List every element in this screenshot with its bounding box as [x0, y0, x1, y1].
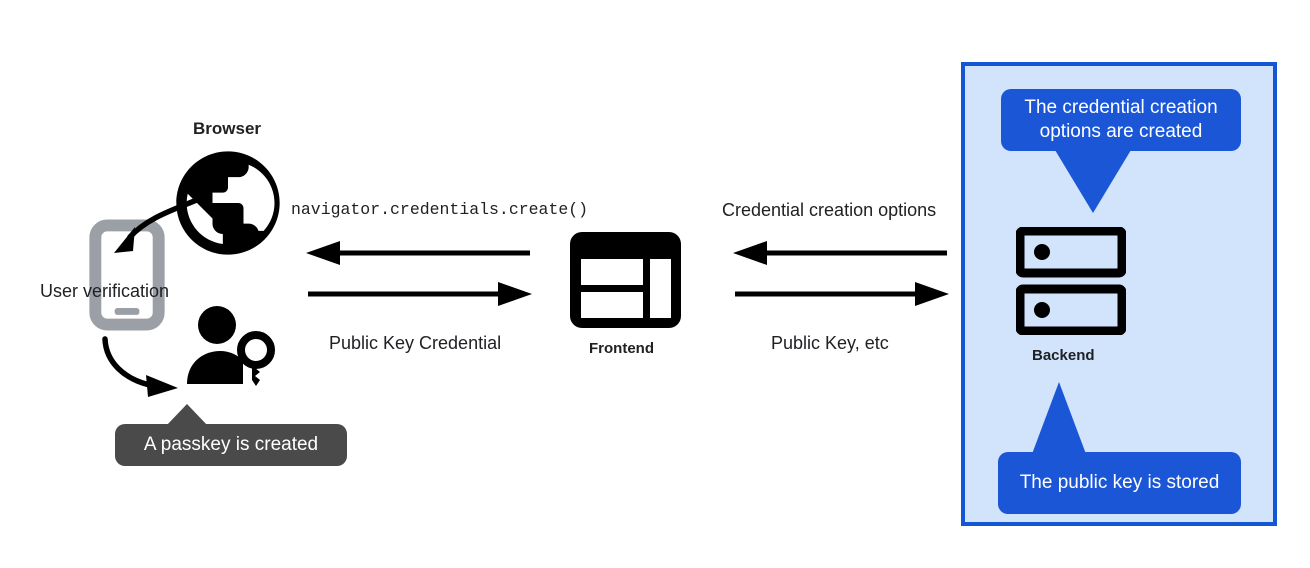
passkey-tooltip: A passkey is created: [115, 424, 347, 466]
flow-right-label-bottom: Public Key, etc: [771, 333, 889, 353]
flow-right-label-top: Credential creation options: [722, 200, 937, 220]
backend-label: Backend: [1032, 347, 1095, 364]
curved-arrow-phone-to-user-icon: [102, 336, 178, 397]
passkey-tooltip-pointer: [166, 404, 208, 426]
arrow-right-bottom: [735, 282, 949, 306]
arrow-left-top: [306, 241, 530, 265]
backend-callout-top-pointer: [1055, 150, 1131, 213]
browser-label: Browser: [193, 119, 262, 138]
backend-callout-top: The credential creation options are crea…: [1001, 89, 1241, 151]
flow-left-label-top: navigator.credentials.create(): [291, 200, 589, 219]
arrow-left-bottom: [308, 282, 532, 306]
web-layout-icon: [570, 232, 681, 328]
user-verification-label: User verification: [40, 281, 170, 301]
backend-callout-bottom: The public key is stored: [998, 452, 1241, 514]
flow-left-label-bottom: Public Key Credential: [329, 333, 502, 353]
person-with-key-icon: [187, 306, 275, 386]
smartphone-icon: [89, 219, 165, 331]
curved-arrow-browser-to-phone-icon: [114, 196, 202, 253]
globe-icon: [176, 151, 280, 255]
backend-callout-bottom-pointer: [1032, 382, 1086, 454]
frontend-label: Frontend: [589, 340, 654, 357]
server-rack-icon: [1016, 227, 1126, 335]
arrow-right-top: [733, 241, 947, 265]
